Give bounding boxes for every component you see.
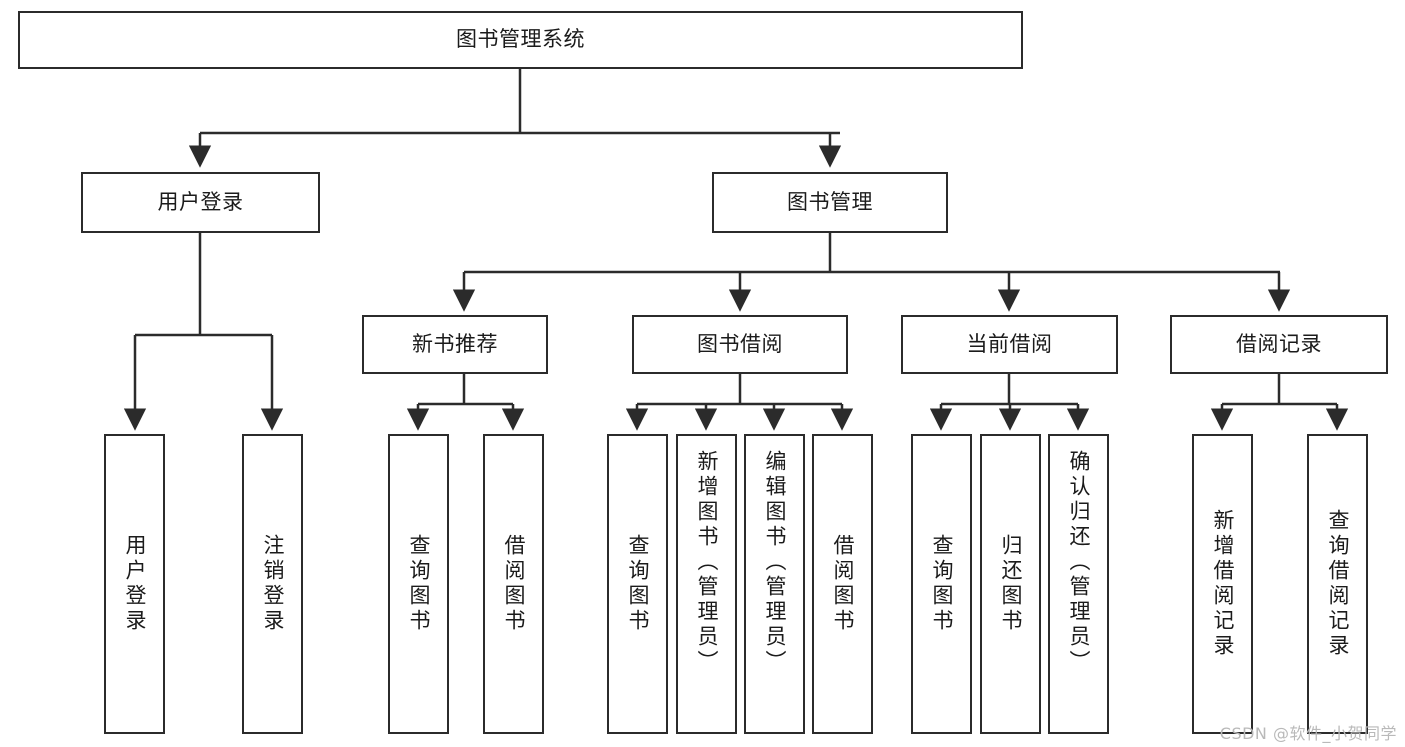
leaf-user-login[interactable]: 用户登录: [104, 434, 165, 734]
node-borrow-record-label: 借阅记录: [1236, 331, 1322, 356]
node-new-book-recommend-label: 新书推荐: [412, 331, 498, 356]
node-user-login[interactable]: 用户登录: [81, 172, 320, 233]
node-new-book-recommend[interactable]: 新书推荐: [362, 315, 548, 374]
node-book-management[interactable]: 图书管理: [712, 172, 948, 233]
leaf-borrow-edit-book-label: 编辑图书（管理员）: [763, 450, 787, 675]
watermark: CSDN @软件_小贺同学: [1219, 724, 1397, 743]
leaf-record-query-label: 查询借阅记录: [1326, 509, 1350, 659]
node-book-borrow[interactable]: 图书借阅: [632, 315, 848, 374]
leaf-borrow-edit-book[interactable]: 编辑图书（管理员）: [744, 434, 805, 734]
leaf-borrow-query-book-label: 查询图书: [626, 534, 650, 634]
leaf-record-query[interactable]: 查询借阅记录: [1307, 434, 1368, 734]
leaf-user-logout-label: 注销登录: [261, 534, 285, 634]
leaf-borrow-borrow-book[interactable]: 借阅图书: [812, 434, 873, 734]
leaf-current-confirm-return-label: 确认归还（管理员）: [1067, 450, 1091, 675]
leaf-current-confirm-return[interactable]: 确认归还（管理员）: [1048, 434, 1109, 734]
leaf-user-login-label: 用户登录: [123, 534, 147, 634]
leaf-user-logout[interactable]: 注销登录: [242, 434, 303, 734]
leaf-record-add-label: 新增借阅记录: [1211, 509, 1235, 659]
node-root[interactable]: 图书管理系统: [18, 11, 1023, 69]
node-current-borrow[interactable]: 当前借阅: [901, 315, 1118, 374]
node-user-login-label: 用户登录: [157, 189, 244, 214]
leaf-borrow-add-book[interactable]: 新增图书（管理员）: [676, 434, 737, 734]
leaf-newbook-query[interactable]: 查询图书: [388, 434, 449, 734]
node-root-label: 图书管理系统: [456, 27, 585, 52]
leaf-current-query-book-label: 查询图书: [930, 534, 954, 634]
leaf-newbook-query-label: 查询图书: [407, 534, 431, 634]
leaf-current-return-book[interactable]: 归还图书: [980, 434, 1041, 734]
node-book-management-label: 图书管理: [787, 189, 873, 214]
leaf-borrow-query-book[interactable]: 查询图书: [607, 434, 668, 734]
node-borrow-record[interactable]: 借阅记录: [1170, 315, 1388, 374]
leaf-record-add[interactable]: 新增借阅记录: [1192, 434, 1253, 734]
node-current-borrow-label: 当前借阅: [966, 331, 1053, 356]
leaf-borrow-borrow-book-label: 借阅图书: [831, 534, 855, 634]
leaf-current-query-book[interactable]: 查询图书: [911, 434, 972, 734]
leaf-borrow-add-book-label: 新增图书（管理员）: [695, 450, 719, 675]
node-book-borrow-label: 图书借阅: [697, 331, 783, 356]
leaf-newbook-borrow-label: 借阅图书: [502, 534, 526, 634]
leaf-current-return-book-label: 归还图书: [999, 534, 1023, 634]
leaf-newbook-borrow[interactable]: 借阅图书: [483, 434, 544, 734]
